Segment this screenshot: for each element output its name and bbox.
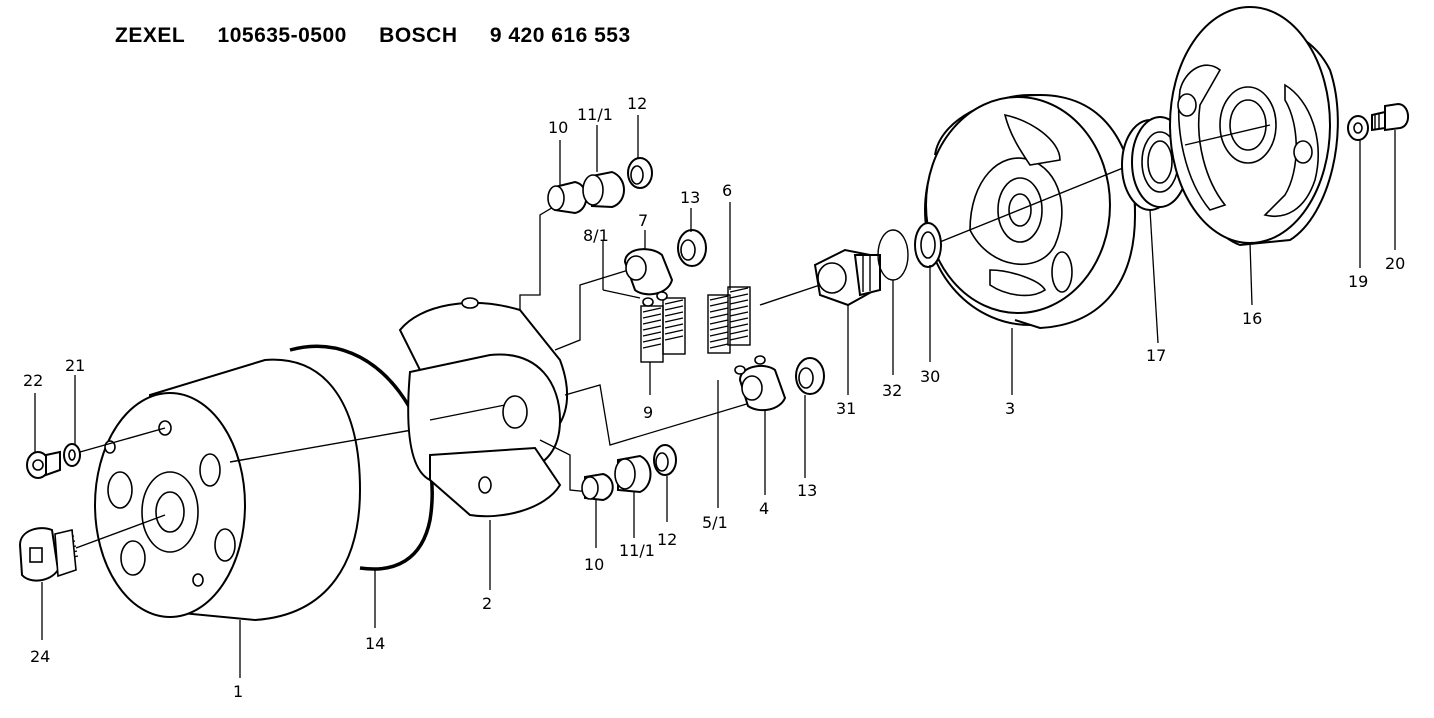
part-13-washer-bottom — [795, 357, 825, 395]
label-part-12-top: 12 — [627, 94, 647, 113]
label-part-11-1-top: 11/1 — [577, 105, 613, 124]
label-part-20: 20 — [1385, 254, 1405, 273]
part-12-ring-top — [627, 157, 653, 189]
part-3-cup — [919, 93, 1181, 330]
part-11-1-bush-bottom — [614, 454, 652, 494]
label-part-5-1: 5/1 — [702, 513, 728, 532]
label-part-10-bottom: 10 — [584, 555, 604, 574]
label-part-9: 9 — [643, 403, 653, 422]
part-6-springs — [707, 286, 751, 354]
part-9-springs — [640, 297, 686, 363]
part-30-shim — [914, 222, 942, 268]
part-13-washer-top — [677, 229, 707, 267]
label-part-11-1-bottom: 11/1 — [619, 541, 655, 560]
part-20-bolt — [1371, 102, 1409, 132]
part-19-washer — [1347, 115, 1369, 141]
label-part-17: 17 — [1146, 346, 1166, 365]
label-part-24: 24 — [30, 647, 50, 666]
label-part-10-top: 10 — [548, 118, 568, 137]
zexel-part-number: 105635-0500 — [217, 24, 347, 47]
label-part-1: 1 — [233, 682, 243, 701]
label-part-16: 16 — [1242, 309, 1262, 328]
label-part-30: 30 — [920, 367, 940, 386]
label-part-32: 32 — [882, 381, 902, 400]
part-16-cover — [1169, 6, 1339, 247]
label-part-7: 7 — [638, 211, 648, 230]
part-1-housing — [94, 358, 413, 622]
part-22-screw — [26, 450, 61, 479]
part-21-washer — [63, 427, 166, 467]
label-part-21: 21 — [65, 356, 85, 375]
bosch-part-number: 9 420 616 553 — [489, 24, 631, 47]
manufacturer-bosch: BOSCH — [379, 24, 458, 47]
label-part-6: 6 — [722, 181, 732, 200]
leader-lines — [34, 115, 1396, 678]
part-31-plug — [759, 248, 881, 307]
label-part-13-top: 13 — [680, 188, 700, 207]
manufacturer-zexel: ZEXEL — [115, 24, 186, 47]
label-part-31: 31 — [836, 399, 856, 418]
label-part-4: 4 — [759, 499, 769, 518]
part-24-plug — [18, 514, 166, 582]
part-2-carrier — [398, 199, 761, 518]
part-12-ring-bottom — [653, 444, 677, 476]
part-32-o-ring — [877, 229, 909, 281]
label-part-8-1: 8/1 — [583, 226, 609, 245]
label-part-13-bottom: 13 — [797, 481, 817, 500]
document-header: ZEXEL 105635-0500 BOSCH 9 420 616 553 — [115, 24, 657, 48]
part-labels: 1 2 3 4 5/1 6 7 8/1 9 10 10 11/1 11/1 12… — [23, 94, 1405, 701]
part-11-1-bush-top — [582, 170, 625, 209]
label-part-19: 19 — [1348, 272, 1368, 291]
label-part-14: 14 — [365, 634, 385, 653]
part-10-bush-top — [547, 180, 588, 215]
part-7-seat — [623, 248, 674, 307]
part-10-bush-bottom — [581, 472, 614, 502]
label-part-12-bottom: 12 — [657, 530, 677, 549]
label-part-22: 22 — [23, 371, 43, 390]
label-part-2: 2 — [482, 594, 492, 613]
part-4-seat — [734, 355, 787, 412]
label-part-3: 3 — [1005, 399, 1015, 418]
